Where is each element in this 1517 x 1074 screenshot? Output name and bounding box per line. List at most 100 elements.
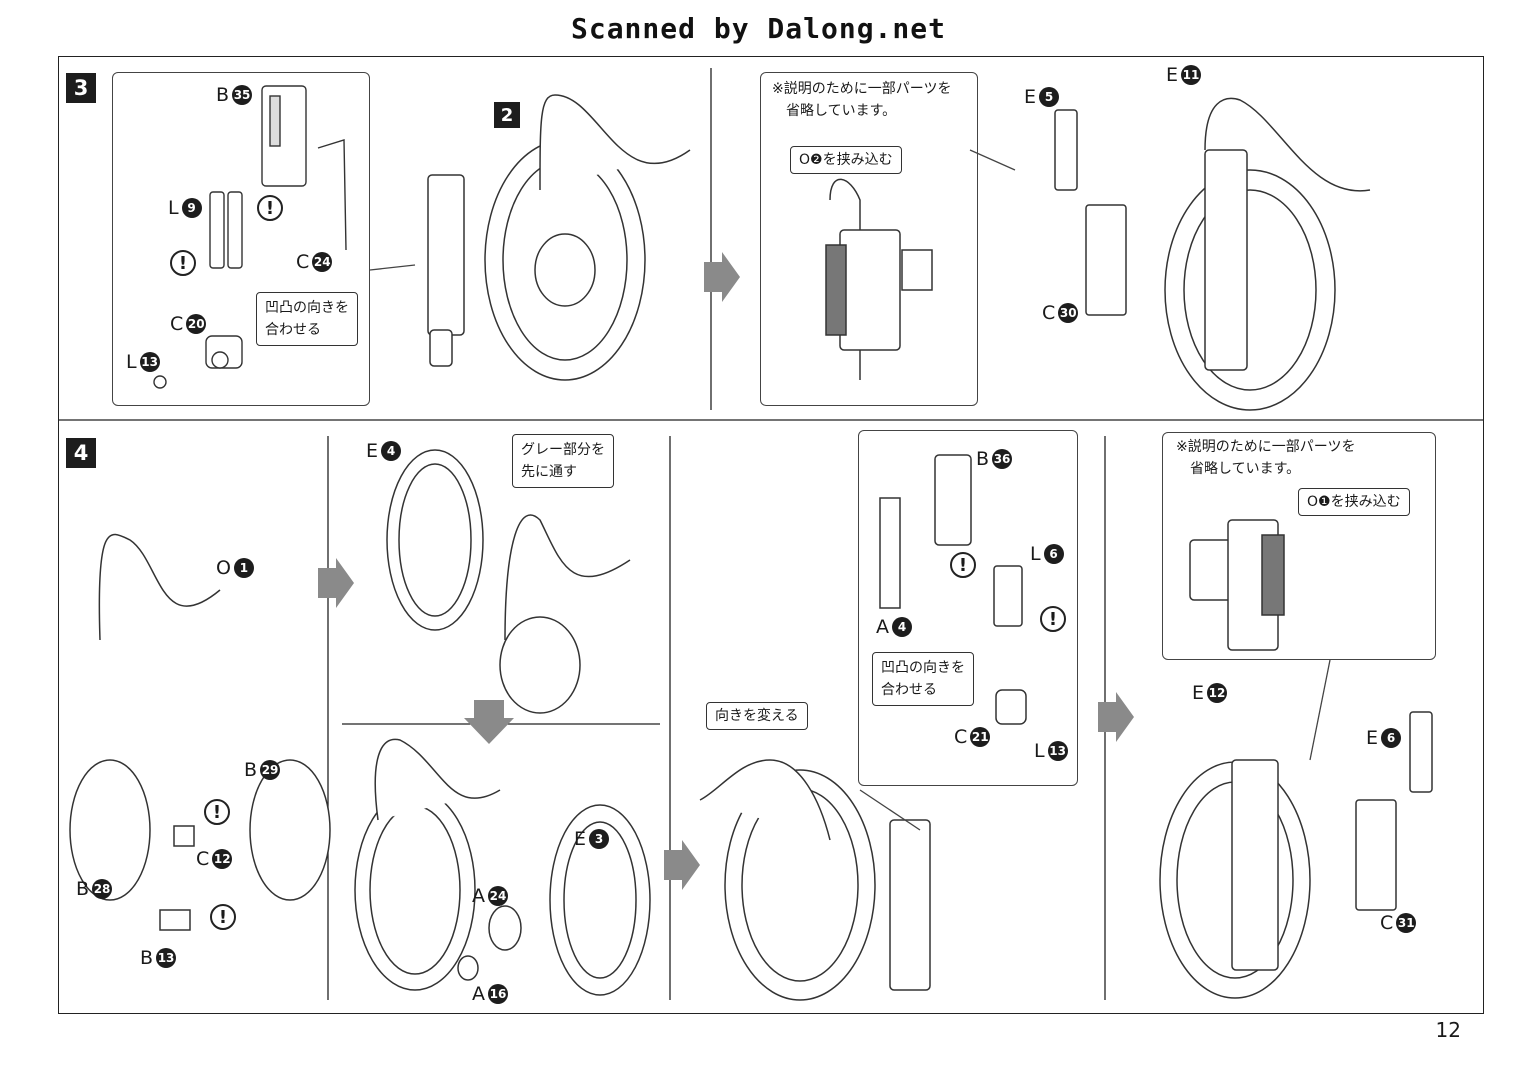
part-letter: A (876, 616, 889, 638)
caution-icon: ! (210, 904, 236, 930)
part-letter: L (1034, 740, 1045, 762)
part-letter: C (170, 313, 184, 335)
instruction-frame (58, 56, 1484, 1014)
note-line: ※説明のために一部パーツを (1176, 439, 1356, 455)
part-number: 29 (260, 760, 281, 780)
part-letter: B (76, 878, 90, 900)
part-letter: E (1024, 86, 1037, 108)
part-letter: C (196, 848, 210, 870)
gray-first-callout: グレー部分を 先に通す (512, 434, 614, 488)
caution-icon: ! (170, 250, 196, 276)
callout-line: 凹凸の向きを (265, 300, 349, 316)
step-3-badge: 3 (66, 73, 96, 103)
callout-line: 凹凸の向きを (881, 660, 965, 676)
part-letter: E (1192, 682, 1205, 704)
note-line: ※説明のために一部パーツを (772, 81, 952, 97)
part-letter: E (1166, 64, 1179, 86)
clamp-detail-box-1 (760, 72, 978, 406)
part-number: 20 (186, 314, 207, 334)
substep-2-badge: 2 (494, 102, 520, 128)
clamp-zoom-sketch (825, 178, 933, 380)
part-number: 31 (1396, 913, 1417, 933)
part-letter: C (954, 726, 968, 748)
align-callout-1: 凹凸の向きを 合わせる (256, 292, 358, 346)
part-number: 4 (381, 441, 402, 461)
part-number: 6 (1381, 728, 1402, 748)
part-letter: E (1366, 727, 1379, 749)
page-number: 12 (1435, 1018, 1461, 1042)
part-number: 6 (1043, 544, 1064, 564)
part-number: 30 (1058, 303, 1079, 323)
part-number: 24 (312, 252, 333, 272)
callout-line: 先に通す (521, 464, 577, 480)
part-letter: A (472, 885, 485, 907)
part-letter: A (472, 983, 485, 1005)
part-letter: O (216, 557, 231, 579)
part-letter: L (168, 197, 179, 219)
part-number: 21 (970, 727, 991, 747)
part-number: 12 (212, 849, 233, 869)
part-letter: B (244, 759, 258, 781)
caution-icon: ! (257, 195, 283, 221)
part-number: 13 (156, 948, 177, 968)
omit-note-2: ※説明のために一部パーツを 省略しています。 (1176, 436, 1355, 480)
part-number: 16 (488, 984, 508, 1004)
part-number: 4 (892, 617, 912, 637)
part-letter: E (574, 828, 587, 850)
caution-icon: ! (1040, 606, 1066, 632)
callout-line: グレー部分を (521, 442, 605, 458)
pinch-o1-callout: O❶を挟み込む (1298, 488, 1410, 516)
step-4-badge: 4 (66, 438, 96, 468)
tire-assembly-sketch (354, 738, 651, 996)
wheel-sketch-1 (427, 94, 691, 381)
part-number: 28 (92, 879, 113, 899)
rim-cable-sketch (386, 449, 631, 714)
turn-direction-callout: 向きを変える (706, 702, 808, 730)
wheel-sketch-3 (699, 454, 1027, 1001)
callout-line: 合わせる (881, 682, 937, 698)
part-number: 11 (1181, 65, 1202, 85)
part-letter: C (1380, 912, 1394, 934)
part-number: 1 (233, 558, 254, 578)
caution-icon: ! (950, 552, 976, 578)
part-number: 12 (1207, 683, 1228, 703)
part-number: 3 (589, 829, 610, 849)
clamp-detail-box-2 (1162, 432, 1436, 660)
callout-line: 合わせる (265, 322, 321, 338)
pinch-o2-callout: O❷を挟み込む (790, 146, 902, 174)
part-number: 5 (1039, 87, 1060, 107)
part-letter: C (1042, 302, 1056, 324)
part-letter: E (366, 440, 379, 462)
part-number: 24 (488, 886, 508, 906)
note-line: 省略しています。 (1190, 461, 1301, 477)
note-line: 省略しています。 (786, 103, 897, 119)
strut-detail-box (112, 72, 370, 406)
part-letter: C (296, 251, 310, 273)
strut-detail-box-2 (858, 430, 1078, 786)
